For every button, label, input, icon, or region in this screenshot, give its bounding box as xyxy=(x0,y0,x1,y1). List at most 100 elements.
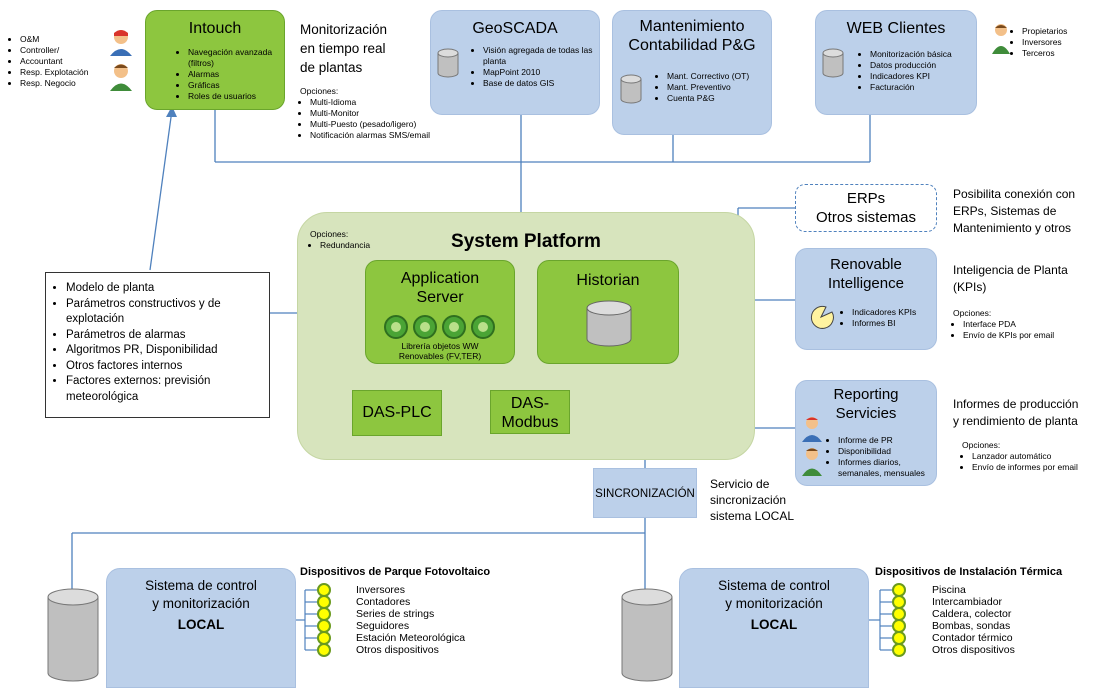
option-item: Multi-Puesto (pesado/ligero) xyxy=(310,119,430,130)
das-plc-label: DAS-PLC xyxy=(362,404,432,421)
erps-box: ERPs Otros sistemas xyxy=(795,184,937,232)
platform-options: Opciones: Redundancia xyxy=(310,229,370,251)
pv-devices-list: Inversores Contadores Series de strings … xyxy=(356,584,465,656)
role-item: Inversores xyxy=(1022,37,1067,48)
local-right-title: Sistema de control y monitorización LOCA… xyxy=(680,577,868,634)
erps-description: Posibilita conexión con ERPs, Sistemas d… xyxy=(953,186,1075,237)
device-item: Caldera, colector xyxy=(932,608,1012,620)
mantenimiento-item: Cuenta P&G xyxy=(667,93,782,104)
mantenimiento-title-line: Contabilidad P&G xyxy=(628,37,756,54)
role-item: Propietarios xyxy=(1022,26,1067,37)
model-item: Factores externos: previsión meteorológi… xyxy=(66,374,263,405)
device-item: Piscina xyxy=(932,584,966,596)
mantenimiento-box: Mantenimiento Contabilidad P&G Mant. Cor… xyxy=(612,10,772,135)
sync-label: SINCRONIZACIÓN xyxy=(595,488,695,500)
device-item: Bombas, sondas xyxy=(932,620,1011,632)
monitor-title-line: de plantas xyxy=(300,60,363,75)
model-item: Parámetros de alarmas xyxy=(66,328,263,344)
device-item: Intercambiador xyxy=(932,596,1003,608)
options-label: Opciones: xyxy=(300,86,339,96)
intouch-box: Intouch Navegación avanzada (filtros) Al… xyxy=(145,10,285,110)
sync-desc-line: Servicio de xyxy=(710,477,770,491)
monitor-title-line: Monitorización xyxy=(300,22,388,37)
options-label: Opciones: xyxy=(953,308,992,318)
role-item: Accountant xyxy=(20,56,89,67)
database-icon xyxy=(620,74,642,104)
reporting-item: Informes diarios, semanales, mensuales xyxy=(838,457,946,479)
monitor-title-line: en tiempo real xyxy=(300,41,386,56)
database-icon xyxy=(437,48,459,78)
database-icon xyxy=(822,48,844,78)
plant-model-box: Modelo de planta Parámetros constructivo… xyxy=(45,272,270,418)
role-item: Resp. Explotación xyxy=(20,67,89,78)
renovable-desc-line: Inteligencia de Planta xyxy=(953,263,1068,277)
reporting-options: Opciones: Lanzador automático Envío de i… xyxy=(962,440,1078,473)
libreria-line: Librería objetos WW xyxy=(401,341,479,351)
option-item: Redundancia xyxy=(320,240,370,251)
das-plc-box: DAS-PLC xyxy=(352,390,442,436)
reporting-title: Reporting Servicies xyxy=(796,385,936,423)
geoscada-box: GeoSCADA Visión agregada de todas las pl… xyxy=(430,10,600,115)
user-icon-right xyxy=(992,24,1010,54)
model-item: Algoritmos PR, Disponibilidad xyxy=(66,343,263,359)
geoscada-item: Base de datos GIS xyxy=(483,78,608,89)
web-item: Monitorización básica xyxy=(870,49,985,60)
web-item: Datos producción xyxy=(870,60,985,71)
pv-device-icons xyxy=(317,583,331,657)
reporting-item: Informe de PR xyxy=(838,435,946,446)
das-modbus-line: DAS- xyxy=(510,395,550,412)
renovable-item: Indicadores KPIs xyxy=(852,307,916,318)
right-roles-list: Propietarios Inversores Terceros xyxy=(1012,26,1067,59)
geoscada-title: GeoSCADA xyxy=(472,20,558,37)
monitor-options: Opciones: Multi-Idioma Multi-Monitor Mul… xyxy=(300,86,430,141)
library-objects-icons xyxy=(384,315,495,339)
device-item: Estación Meteorológica xyxy=(356,632,466,644)
renovable-title-line: Intelligence xyxy=(828,275,904,292)
option-item: Envío de informes por email xyxy=(972,462,1078,473)
renovable-title: Renovable Intelligence xyxy=(796,255,936,293)
sync-desc-line: sincronización xyxy=(710,493,787,507)
intouch-item: Roles de usuarios xyxy=(188,91,288,102)
intouch-item: Gráficas xyxy=(188,80,288,91)
user-icons-left xyxy=(110,30,132,91)
role-item: Controller/ xyxy=(20,45,89,56)
renovable-description: Inteligencia de Planta (KPIs) xyxy=(953,262,1068,296)
device-item: Otros dispositivos xyxy=(356,644,439,656)
libreria-line: Renovables (FV,TER) xyxy=(398,351,482,361)
device-item: Contadores xyxy=(356,596,411,608)
historian-title: Historian xyxy=(576,272,640,289)
pv-devices-title: Dispositivos de Parque Fotovoltaico xyxy=(300,566,491,578)
historian-box: Historian xyxy=(537,260,679,364)
mantenimiento-title: Mantenimiento Contabilidad P&G xyxy=(613,17,771,55)
local-left-title: Sistema de control y monitorización LOCA… xyxy=(107,577,295,634)
local-line: y monitorización xyxy=(725,596,823,611)
thermal-device-icons xyxy=(892,583,906,657)
database-icon xyxy=(621,588,673,682)
erps-desc-line: Posibilita conexión con xyxy=(953,187,1076,201)
application-server-box: Application Server Librería objetos WW R… xyxy=(365,260,515,364)
left-roles-list: O&M Controller/ Accountant Resp. Explota… xyxy=(10,34,89,89)
local-system-left-box: Sistema de control y monitorización LOCA… xyxy=(106,568,296,688)
option-item: Interface PDA xyxy=(963,319,1054,330)
reporting-services-box: Reporting Servicies Informe de PR Dispon… xyxy=(795,380,937,486)
model-item: Otros factores internos xyxy=(66,359,263,375)
renovable-item: Informes BI xyxy=(852,318,916,329)
erps-line: Otros sistemas xyxy=(815,209,917,226)
app-server-line: Application xyxy=(400,270,480,287)
option-item: Multi-Idioma xyxy=(310,97,430,108)
mantenimiento-title-line: Mantenimiento xyxy=(639,18,745,35)
geoscada-item: MapPoint 2010 xyxy=(483,67,608,78)
option-item: Notificación alarmas SMS/email xyxy=(310,130,430,141)
local-line: Sistema de control xyxy=(145,578,257,593)
reporting-desc-line: y rendimiento de planta xyxy=(953,414,1078,428)
app-server-line: Server xyxy=(416,289,464,306)
role-item: Resp. Negocio xyxy=(20,78,89,89)
das-modbus-box: DAS- Modbus xyxy=(490,390,570,434)
sync-desc-line: sistema LOCAL xyxy=(710,509,795,523)
erps-desc-line: Mantenimiento y otros xyxy=(953,221,1072,235)
option-item: Envío de KPIs por email xyxy=(963,330,1054,341)
device-item: Seguidores xyxy=(356,620,410,632)
user-icons-reporting xyxy=(802,417,822,476)
renovable-options: Opciones: Interface PDA Envío de KPIs po… xyxy=(953,308,1054,341)
monitor-title: Monitorización en tiempo real de plantas xyxy=(300,20,387,77)
